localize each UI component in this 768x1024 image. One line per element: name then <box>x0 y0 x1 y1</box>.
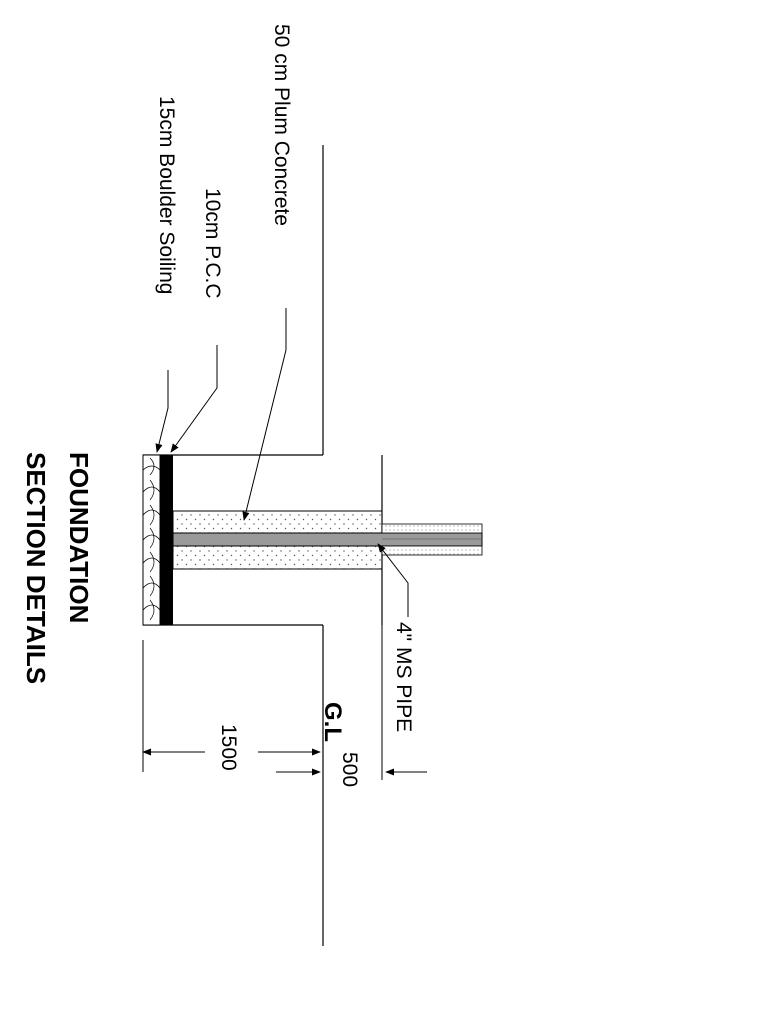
drawing-title-line2: SECTION DETAILS <box>21 452 51 684</box>
leader-pcc <box>170 345 218 453</box>
leader-plum-concrete <box>242 308 287 521</box>
dimension-500-label: 500 <box>338 752 361 787</box>
dimension-1500-label: 1500 <box>217 724 240 771</box>
dimension-1500 <box>142 640 321 772</box>
leader-ms-pipe <box>377 543 409 617</box>
boulder-soiling-layer <box>142 454 161 626</box>
pcc-layer <box>160 455 173 625</box>
drawing-title-line1: FOUNDATION <box>64 452 94 623</box>
label-boulder-soiling: 15cm Boulder Soiling <box>155 96 178 294</box>
ms-pipe <box>172 523 483 556</box>
label-pcc: 10cm P.C.C <box>201 188 224 299</box>
dimension-500 <box>276 625 427 780</box>
leader-boulder <box>155 370 169 453</box>
label-plum-concrete: 50 cm Plum Concrete <box>270 24 293 226</box>
label-ms-pipe: 4" MS PIPE <box>392 622 415 732</box>
label-ground-level: G.L <box>319 702 346 742</box>
